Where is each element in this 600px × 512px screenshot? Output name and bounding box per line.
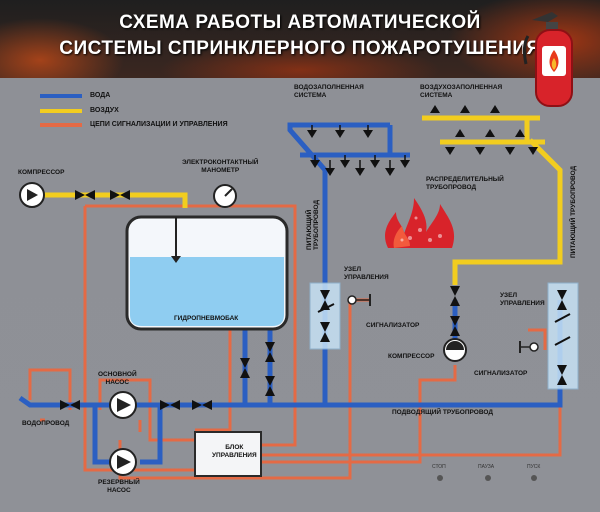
legend-control-label: ЦЕПИ СИГНАЛИЗАЦИИ И УПРАВЛЕНИЯ <box>90 121 228 128</box>
water-sprinkler-stems <box>311 125 406 168</box>
page-title-line-1: СХЕМА РАБОТЫ АВТОМАТИЧЕСКОЙ <box>119 12 481 33</box>
control-start-label: ПУСК <box>527 464 541 470</box>
feed-pipe-right-label: ПИТАЮЩИЙ ТРУБОПРОВОД <box>570 165 577 258</box>
signaler-right-icon <box>519 341 539 353</box>
compressor-left-label: КОМПРЕССОР <box>18 169 65 176</box>
main-pump-icon <box>109 391 137 419</box>
control-stop-label: СТОП <box>432 464 446 470</box>
header-banner: СХЕМА РАБОТЫ АВТОМАТИЧЕСКОЙ СИСТЕМЫ СПРИ… <box>0 0 600 78</box>
air-sprinklers <box>430 105 538 155</box>
compressor-right-icon <box>443 338 467 362</box>
feed-pipe-left-label: ПИТАЮЩИЙ ТРУБОПРОВОД <box>306 199 320 250</box>
control-node-left-label: УЗЕЛ УПРАВЛЕНИЯ <box>344 266 389 281</box>
control-pause-label: ПАУЗА <box>478 464 495 470</box>
control-node-right <box>547 282 579 390</box>
compressor-left-icon <box>19 182 45 208</box>
legend-air-label: ВОЗДУХ <box>90 107 119 114</box>
signaler-right-label: СИГНАЛИЗАТОР <box>474 370 528 377</box>
reserve-pump-label: РЕЗЕРВНЫЙ НАСОС <box>98 479 140 494</box>
gauge-icon <box>213 184 237 208</box>
water-supply-label: ВОДОПРОВОД <box>22 420 70 427</box>
compressor-right-label: КОМПРЕССОР <box>388 353 435 360</box>
reserve-pump-icon <box>109 448 137 476</box>
page-title-line-2: СИСТЕМЫ СПРИНКЛЕРНОГО ПОЖАРОТУШЕНИЯ <box>59 38 541 59</box>
water-system-label: ВОДОЗАПОЛНЕННАЯ СИСТЕМА <box>294 84 364 99</box>
signaler-left-icon <box>347 294 371 306</box>
valve-icons <box>60 190 460 410</box>
fire-extinguisher-icon <box>522 12 573 107</box>
hydropneumatic-tank <box>125 215 289 331</box>
signaler-left-label: СИГНАЛИЗАТОР <box>366 322 420 329</box>
control-circuit-lines <box>28 188 562 480</box>
control-panel-knobs <box>437 475 537 481</box>
fire-icon <box>385 198 455 248</box>
control-node-left <box>309 282 341 350</box>
legend-water-label: ВОДА <box>90 92 111 99</box>
main-pump-label: ОСНОВНОЙ НАСОС <box>98 371 137 386</box>
manometer-label: ЭЛЕКТРОКОНТАКТНЫЙ МАНОМЕТР <box>182 159 259 174</box>
supply-pipe-label: ПОДВОДЯЩИЙ ТРУБОПРОВОД <box>392 409 493 416</box>
control-node-right-label: УЗЕЛ УПРАВЛЕНИЯ <box>500 292 545 307</box>
air-system-label: ВОЗДУХОЗАПОЛНЕННАЯ СИСТЕМА <box>420 84 503 99</box>
water-sprinklers <box>307 130 410 176</box>
distribution-pipe-label: РАСПРЕДЕЛИТЕЛЬНЫЙ ТРУБОПРОВОД <box>426 176 504 191</box>
tank-label: ГИДРОПНЕВМОБАК <box>174 315 239 322</box>
control-block-box <box>194 431 262 477</box>
control-block-label: БЛОК УПРАВЛЕНИЯ <box>212 444 257 459</box>
